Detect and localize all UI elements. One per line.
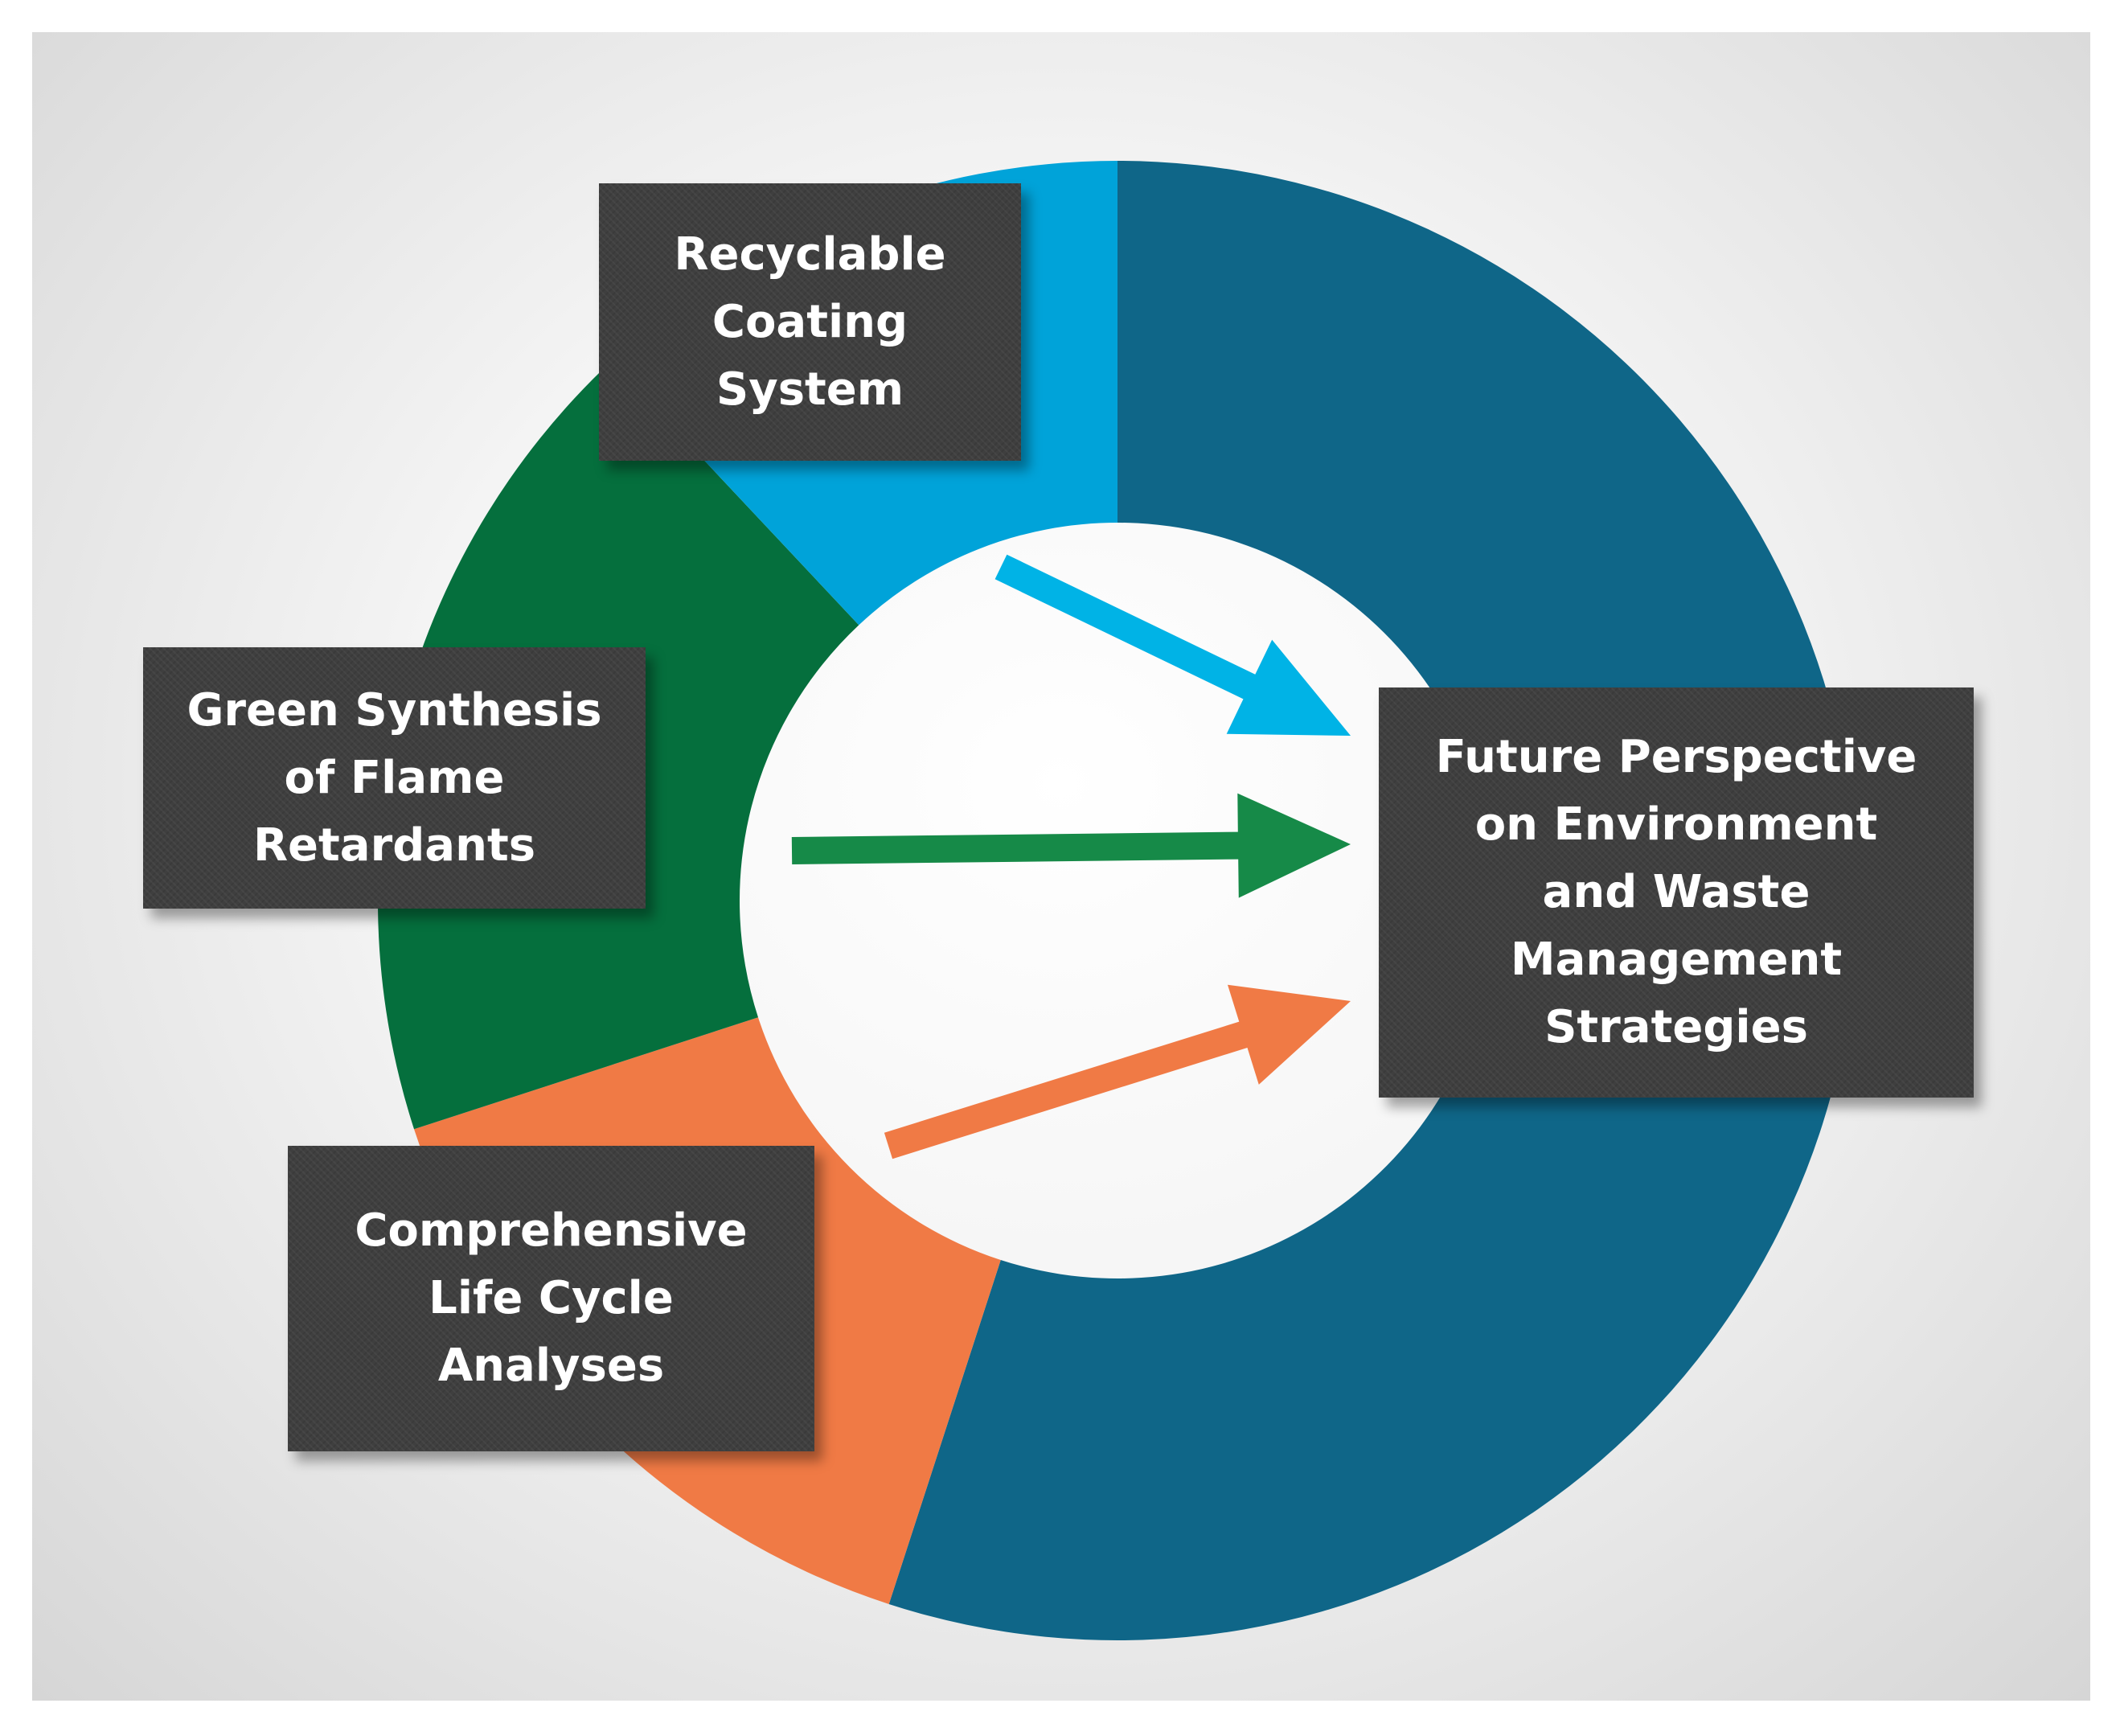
label-green-text: Green Synthesis of Flame Retardants <box>187 683 602 872</box>
arrow-green <box>791 793 1351 898</box>
label-future-text: Future Perspective on Environment and Wa… <box>1435 731 1917 1053</box>
label-life-cycle-analyses: Comprehensive Life Cycle Analyses <box>288 1146 814 1451</box>
arrow-blue <box>994 554 1351 736</box>
arrows <box>791 554 1351 1159</box>
label-recyclable-coating-system: Recyclable Coating System <box>599 183 1021 461</box>
label-recyclable-text: Recyclable Coating System <box>674 228 946 416</box>
arrow-orange <box>884 984 1351 1159</box>
donut-segment-future <box>888 161 1857 1640</box>
label-lca-text: Comprehensive Life Cycle Analyses <box>355 1205 748 1392</box>
label-green-synthesis: Green Synthesis of Flame Retardants <box>143 647 646 909</box>
label-future-perspective: Future Perspective on Environment and Wa… <box>1379 687 1974 1098</box>
